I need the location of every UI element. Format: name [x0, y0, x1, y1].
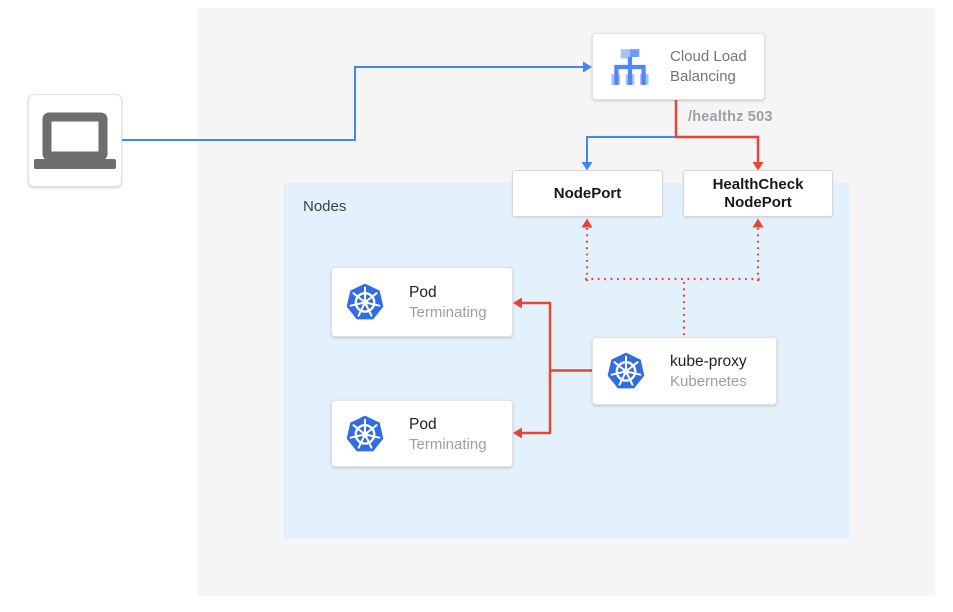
kube-proxy-title: kube-proxy [670, 353, 747, 370]
kubernetes-icon [607, 352, 645, 389]
pod-title: Pod [409, 415, 437, 433]
pod-status: Terminating [409, 435, 487, 453]
kubernetes-icon [346, 283, 384, 320]
laptop-icon [34, 112, 116, 169]
nodes-region-label: Nodes [303, 198, 347, 215]
pod-box-1: Pod Terminating [331, 267, 513, 337]
healthcheck-nodeport-box: HealthCheck NodePort [683, 170, 833, 217]
kube-proxy-box: kube-proxy Kubernetes [592, 337, 777, 405]
pod-box-2: Pod Terminating [331, 400, 513, 467]
healthz-status-label: /healthz 503 [688, 109, 773, 125]
cloud-load-balancing-icon [611, 48, 649, 85]
kubernetes-icon [346, 415, 384, 451]
nodeport-label: NodePort [553, 184, 622, 202]
pod-title: Pod [409, 284, 437, 301]
pod-status: Terminating [409, 304, 487, 321]
client-box [28, 94, 122, 187]
healthcheck-nodeport-label: HealthCheck NodePort [712, 175, 804, 211]
cloud-load-balancing-label: Cloud Load Balancing [670, 47, 747, 85]
nodeport-box: NodePort [512, 170, 663, 217]
cloud-load-balancing-box: Cloud Load Balancing [592, 33, 765, 100]
kube-proxy-subtitle: Kubernetes [670, 373, 747, 390]
